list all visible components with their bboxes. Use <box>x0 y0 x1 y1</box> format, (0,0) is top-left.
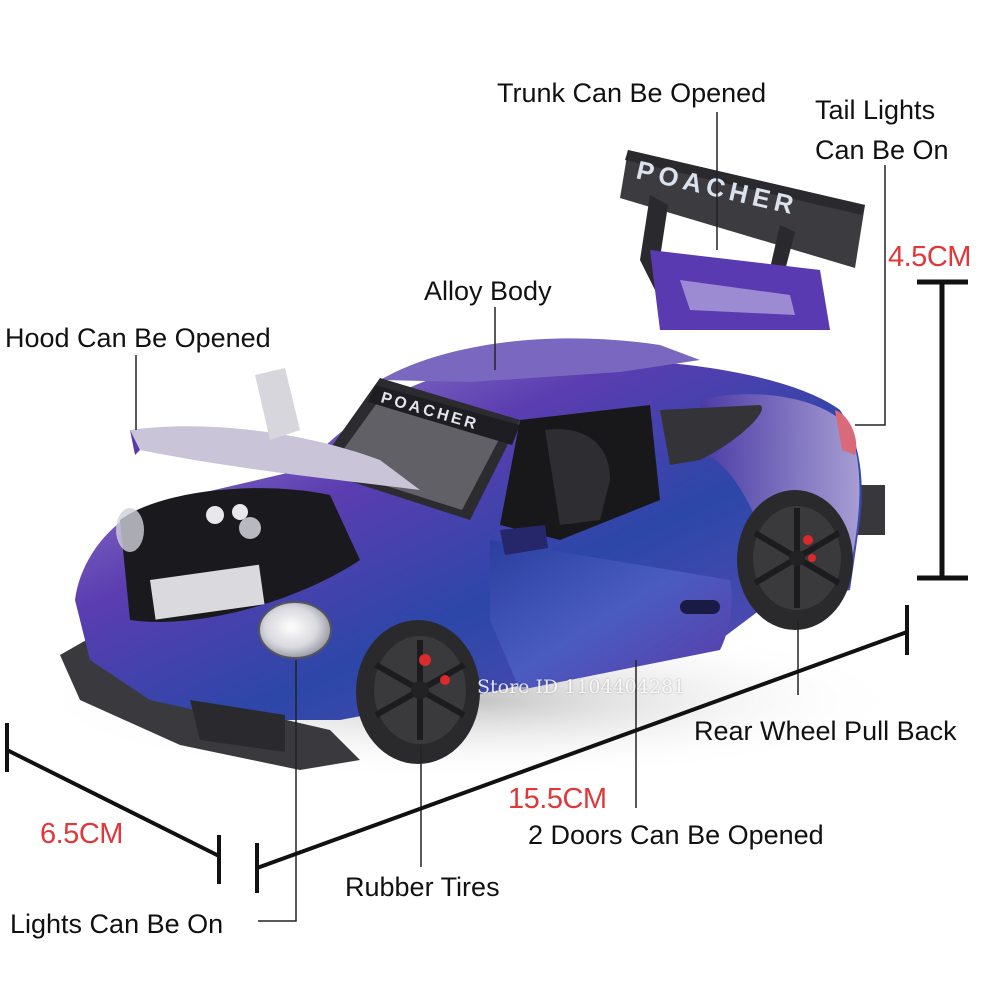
rear-wing <box>620 150 865 268</box>
length-dimension-bar <box>255 605 909 893</box>
seat <box>545 429 610 525</box>
front-intake <box>190 700 285 752</box>
width-dimension-bar <box>5 723 221 884</box>
callout-doors: 2 Doors Can Be Opened <box>528 820 824 850</box>
tail-lights-leader-line <box>855 165 886 426</box>
headlight <box>258 601 332 659</box>
callout-rear-wheel: Rear Wheel Pull Back <box>694 716 957 746</box>
callout-alloy-body: Alloy Body <box>424 276 552 306</box>
callout-trunk: Trunk Can Be Opened <box>497 78 767 108</box>
front-wheel <box>356 620 480 764</box>
callout-tail-lights-line1: Tail Lights <box>815 95 936 125</box>
roof <box>380 338 700 382</box>
near-door-open <box>490 540 732 690</box>
rear-side-window <box>660 405 762 465</box>
rear-wheel <box>737 490 853 630</box>
side-mirror <box>500 525 548 555</box>
tail-light <box>835 410 857 455</box>
callout-lights: Lights Can Be On <box>10 909 224 939</box>
callout-hood: Hood Can Be Opened <box>5 323 271 353</box>
callout-tail-lights-line2: Can Be On <box>815 135 949 165</box>
dimension-width-label: 6.5CM <box>40 818 123 850</box>
callout-tires: Rubber Tires <box>345 872 500 902</box>
dimension-height-label: 4.5CM <box>888 241 971 273</box>
lights-leader-line <box>258 660 297 922</box>
headlight-left <box>116 508 144 552</box>
height-dimension-bar <box>917 279 968 581</box>
open-hood <box>130 426 420 490</box>
dimension-length-label: 15.5CM <box>508 783 607 815</box>
far-door-open <box>255 368 300 440</box>
store-watermark: Store ID 1104404281 <box>477 676 686 698</box>
door-handle <box>680 600 720 614</box>
